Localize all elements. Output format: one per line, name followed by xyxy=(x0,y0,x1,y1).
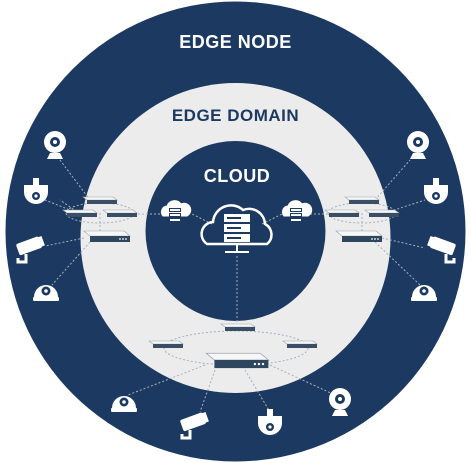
cloud-label: CLOUD xyxy=(204,166,271,186)
network-recorder-icon xyxy=(205,352,270,369)
network-switch-icon xyxy=(82,196,118,205)
network-switch-icon xyxy=(62,209,98,218)
edge-domain-label: EDGE DOMAIN xyxy=(172,106,299,125)
network-switch-icon xyxy=(324,209,360,218)
network-switch-icon xyxy=(344,196,380,205)
cloud-server-icon xyxy=(200,204,273,253)
network-switch-icon xyxy=(364,209,400,218)
edge-node-label: EDGE NODE xyxy=(179,32,292,52)
network-switch-icon xyxy=(220,323,256,332)
network-switch-icon xyxy=(102,209,138,218)
network-recorder-icon xyxy=(335,230,383,243)
network-recorder-icon xyxy=(83,230,131,243)
network-switch-icon xyxy=(282,340,318,349)
network-switch-icon xyxy=(148,340,184,349)
